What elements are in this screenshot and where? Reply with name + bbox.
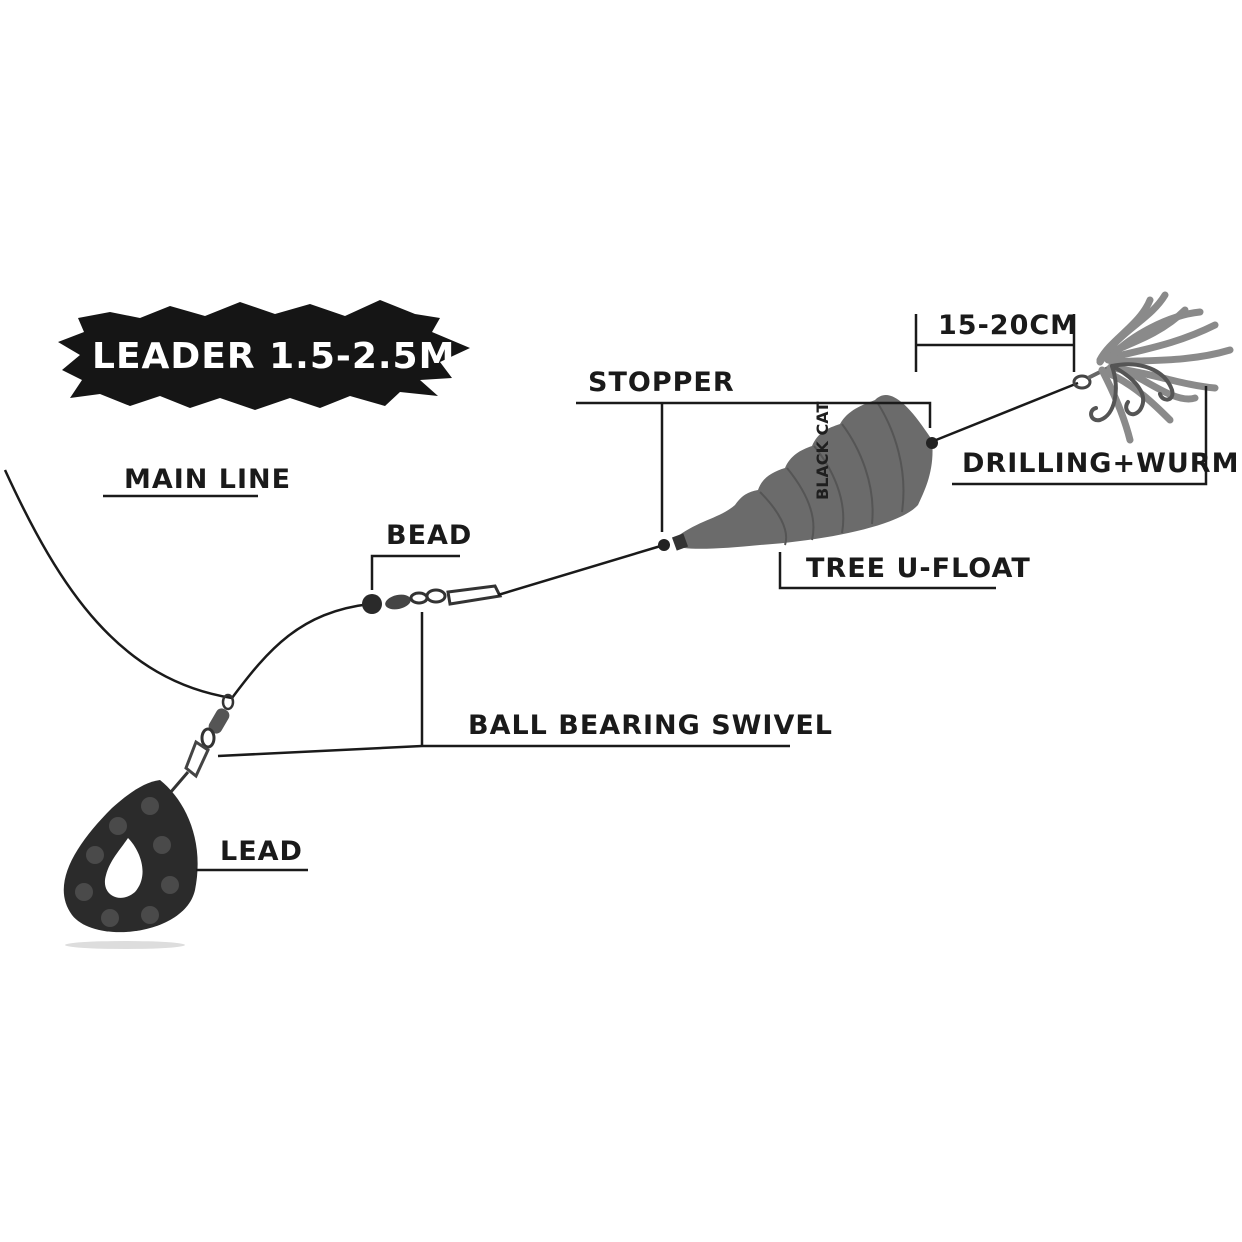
leader-banner: LEADER 1.5-2.5M	[58, 300, 470, 410]
bead-label: BEAD	[386, 520, 472, 551]
float-end-cap	[671, 533, 689, 551]
lead-studs	[75, 797, 179, 927]
stopper-bead-lower	[658, 539, 670, 551]
stopper-label: STOPPER	[588, 367, 735, 398]
float-ribs	[759, 401, 905, 546]
lead-hole	[104, 838, 143, 898]
float-logo: BLACK CAT	[813, 402, 832, 500]
banner-shape	[58, 300, 470, 410]
main-line	[3, 469, 233, 700]
ball-bearing-swivel	[385, 584, 503, 610]
stopper-callout	[576, 401, 932, 428]
main-line-label: MAIN LINE	[124, 464, 291, 495]
tree-u-float: BLACK CAT	[671, 394, 933, 551]
length-label: 15-20CM	[938, 310, 1078, 341]
swivel-label: BALL BEARING SWIVEL	[468, 710, 833, 741]
lead-swivel	[162, 693, 235, 801]
drilling-callout	[952, 386, 1208, 486]
drilling-label: DRILLING+WURM	[962, 448, 1239, 479]
lead-weight	[63, 780, 198, 949]
lead-label: LEAD	[220, 836, 303, 867]
swivel-callout-slant	[217, 744, 423, 758]
float-label: TREE U-FLOAT	[806, 553, 1031, 584]
treble-hook-worm	[1072, 291, 1234, 444]
line-to-float	[497, 543, 665, 597]
lead-shadow	[65, 941, 185, 949]
leader-line	[231, 602, 371, 699]
float-body	[678, 394, 933, 549]
float-callout	[778, 552, 996, 590]
banner-label: LEADER 1.5-2.5M	[92, 336, 455, 377]
stopper-bead-upper	[926, 437, 938, 449]
bead-callout	[370, 554, 460, 590]
bead	[362, 594, 382, 614]
line-to-hook	[935, 381, 1079, 442]
